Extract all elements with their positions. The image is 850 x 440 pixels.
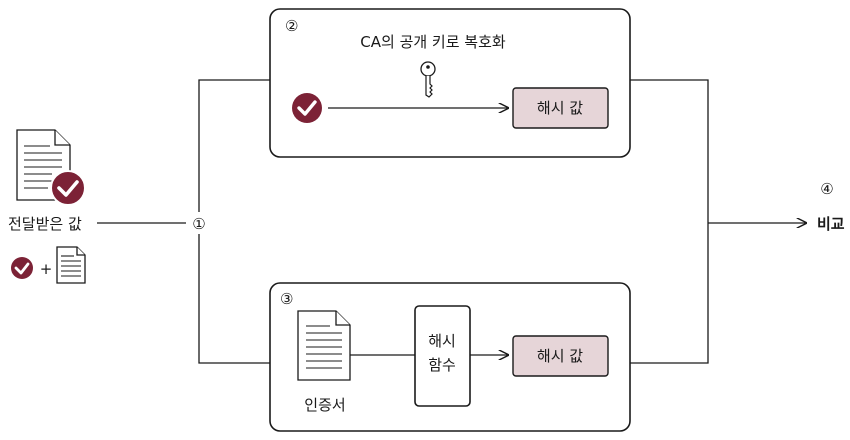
key-icon bbox=[420, 61, 436, 98]
hash-value-box-bottom bbox=[512, 335, 609, 377]
decrypt-box bbox=[269, 8, 631, 158]
document-icon bbox=[297, 310, 351, 381]
hash-value-box-top bbox=[512, 87, 609, 129]
merge-top-line bbox=[630, 79, 709, 223]
check-badge-icon bbox=[11, 257, 33, 279]
check-badge-icon bbox=[50, 170, 86, 206]
hash-value-bottom-label: 해시 값 bbox=[537, 347, 583, 365]
certificate-label: 인증서 bbox=[304, 396, 345, 414]
step-3-label: ③ bbox=[280, 290, 293, 308]
decrypt-caption: CA의 공개 키로 복호화 bbox=[360, 33, 506, 51]
hash-function-line2: 함수 bbox=[428, 356, 456, 374]
branch-top-line bbox=[198, 79, 272, 223]
step-4-label: ④ bbox=[820, 180, 833, 198]
received-value-label: 전달받은 값 bbox=[8, 215, 82, 233]
hash-value-top-label: 해시 값 bbox=[537, 99, 583, 117]
check-badge-icon bbox=[292, 93, 322, 123]
merge-bottom-line bbox=[630, 223, 709, 364]
step-1-label: ① bbox=[192, 215, 205, 233]
branch-bottom-line bbox=[198, 223, 272, 364]
step-1-bg bbox=[186, 212, 212, 234]
compare-label: 비교 bbox=[817, 215, 845, 233]
document-icon bbox=[56, 246, 86, 284]
step-2-label: ② bbox=[285, 17, 298, 35]
hash-function-line1: 해시 bbox=[428, 332, 456, 350]
hash-function-box bbox=[414, 305, 471, 407]
plus-sign: + bbox=[40, 260, 53, 278]
